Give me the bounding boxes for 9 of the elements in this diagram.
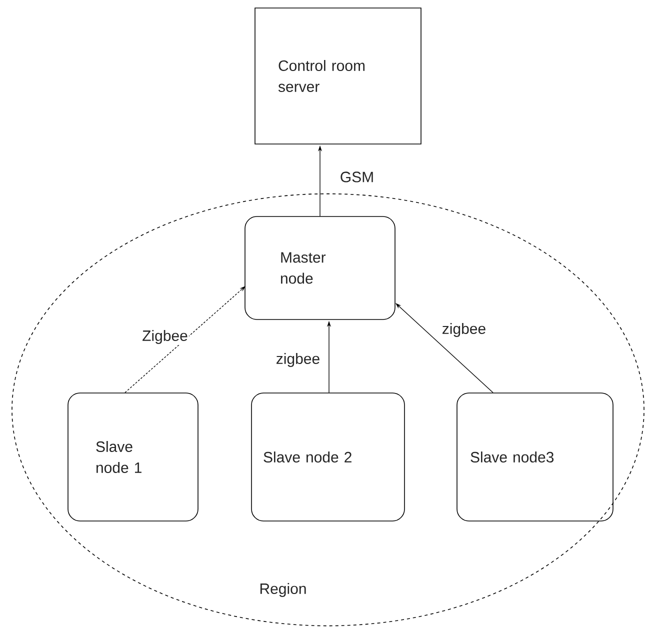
edge-label: zigbee (274, 352, 322, 368)
node-box: Slave node3 (456, 392, 614, 522)
edge-label: zigbee (440, 322, 488, 338)
node-box: Slave node 2 (251, 392, 405, 522)
server-box: Control room server (254, 8, 422, 144)
edge-label: Zigbee (141, 329, 189, 345)
edge-label: GSM (338, 170, 376, 184)
node-box: Master node (244, 216, 396, 320)
node-box: Slave node 1 (68, 392, 198, 522)
